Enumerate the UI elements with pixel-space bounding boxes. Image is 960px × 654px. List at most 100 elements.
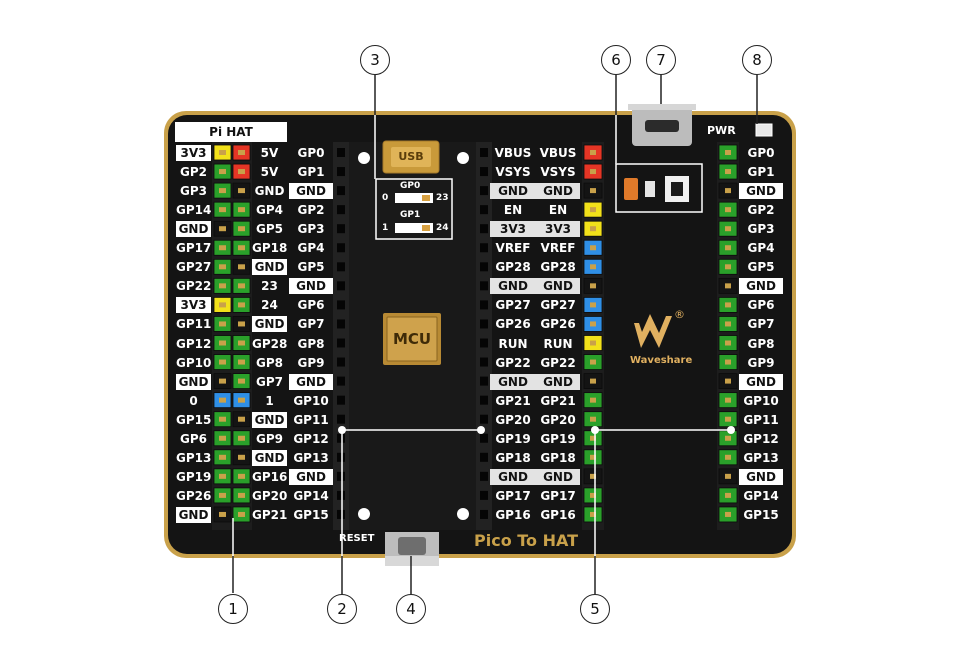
pico-label-right: RUN	[543, 336, 573, 351]
pico-label-right: GND	[536, 183, 580, 200]
pihat-label-c: GP10	[293, 393, 329, 408]
pihat-label-c: GP1	[297, 165, 325, 180]
jumper-24-label: 24	[436, 223, 449, 233]
pihat-pin-pad	[238, 416, 245, 422]
pihat-pin-pad	[219, 321, 226, 327]
right-pin-pad	[725, 245, 731, 251]
pihat-pin-pad	[238, 283, 245, 289]
pico-label-right: EN	[548, 203, 568, 218]
callout-4: 4	[396, 594, 426, 624]
pihat-label-c: GP13	[293, 450, 329, 465]
reset-label: RESET	[339, 533, 375, 544]
pihat-label-a: GP26	[176, 488, 212, 503]
pihat-label-b: 1	[265, 393, 274, 408]
pihat-pin-pad	[238, 511, 245, 517]
pihat-pin-pad	[238, 492, 245, 498]
pihat-label-b: GP9	[256, 431, 283, 446]
right-pin-label: GP10	[743, 393, 779, 408]
pico-pins	[583, 144, 603, 523]
pihat-label-a: GP13	[176, 450, 212, 465]
pico-pin-pad	[590, 207, 596, 213]
pihat-label-c: GP2	[297, 203, 325, 218]
pihat-pin-pad	[219, 264, 226, 270]
socket-hole	[337, 414, 345, 424]
pihat-pin-pad	[219, 416, 226, 422]
right-pin-label: GP1	[747, 165, 775, 180]
socket-hole	[480, 148, 488, 157]
pihat-pin-pad	[219, 397, 226, 403]
right-pin-pad	[725, 416, 731, 422]
pico-mounting-hole	[358, 508, 370, 520]
socket-hole	[337, 338, 345, 348]
pihat-pin-pad	[219, 302, 226, 308]
callout-2: 2	[327, 594, 357, 624]
right-pin-label: GP8	[747, 336, 775, 351]
pihat-pin-pad	[238, 302, 245, 308]
pihat-label-c: GP7	[297, 317, 325, 332]
pihat-label-a: GND	[176, 221, 211, 238]
pico-label-right: GP19	[540, 431, 576, 446]
pico-label-right: GP20	[540, 412, 576, 427]
pihat-label-c: GP8	[297, 336, 325, 351]
pihat-pin-pad	[219, 378, 226, 384]
right-pin-label: GND	[739, 183, 783, 200]
socket-hole	[337, 186, 345, 196]
callout-6: 6	[601, 45, 631, 75]
pihat-pin-pad	[238, 188, 245, 194]
socket-hole	[480, 262, 488, 272]
pihat-label-c: GND	[289, 468, 333, 485]
pihat-label-a: GND	[176, 373, 211, 390]
pihat-label-b: GND	[252, 259, 287, 276]
pihat-label-b: GP18	[252, 241, 288, 256]
socket-hole	[480, 395, 488, 405]
jumper-gp0-solder	[422, 195, 430, 201]
right-pins	[718, 144, 738, 523]
pihat-label-a: GP6	[180, 431, 207, 446]
pihat-label-c: GP14	[293, 488, 329, 503]
pihat-pin-pad	[219, 283, 226, 289]
socket-hole	[337, 300, 345, 310]
pihat-label-b: GP20	[252, 488, 288, 503]
socket-hole	[337, 319, 345, 329]
pihat-label-c: GP3	[297, 222, 325, 237]
pihat-label-b: GP16	[252, 469, 288, 484]
mcu-label: MCU	[392, 330, 432, 348]
socket-hole	[480, 224, 488, 234]
pico-label-left: VSYS	[495, 165, 531, 180]
pihat-label-b: GND	[254, 184, 285, 199]
pihat-label-b: GP4	[256, 203, 283, 218]
pihat-label-b: GND	[252, 411, 287, 428]
socket-hole	[337, 471, 345, 481]
pihat-label-c: GP0	[297, 146, 325, 160]
pico-pin-pad	[590, 511, 596, 517]
right-pin-pad	[725, 492, 731, 498]
socket-hole	[480, 376, 488, 386]
pihat-label-a: GP12	[176, 336, 212, 351]
socket-hole	[337, 224, 345, 234]
socket-hole	[480, 338, 488, 348]
pihat-label-c: GND	[289, 183, 333, 200]
pico-pin-pad	[590, 378, 596, 384]
pihat-pin-pad	[219, 169, 226, 175]
pico-label-right: GP22	[540, 355, 576, 370]
pihat-header-label: Pi HAT	[209, 125, 253, 139]
pihat-pins	[213, 144, 251, 523]
pihat-pin-pad	[219, 454, 226, 460]
pihat-label-b: 24	[261, 298, 278, 313]
right-pin-label: GND	[739, 278, 783, 295]
pihat-label-b: GND	[252, 316, 287, 333]
pico-pin-pad	[590, 473, 596, 479]
socket-hole	[337, 205, 345, 215]
pihat-label-b: 5V	[260, 165, 279, 180]
pihat-label-a: GP22	[176, 279, 212, 294]
pihat-label-b: GP5	[256, 222, 283, 237]
pihat-pin-pad	[238, 207, 245, 213]
pico-label-left: RUN	[498, 336, 528, 351]
right-pin-label: GP15	[743, 507, 779, 522]
callout-3: 3	[360, 45, 390, 75]
callout-dot-5a	[591, 426, 599, 434]
pico-pin-pad	[590, 454, 596, 460]
jumper-1-label: 1	[382, 223, 389, 233]
pico-label-left: GP22	[495, 355, 531, 370]
